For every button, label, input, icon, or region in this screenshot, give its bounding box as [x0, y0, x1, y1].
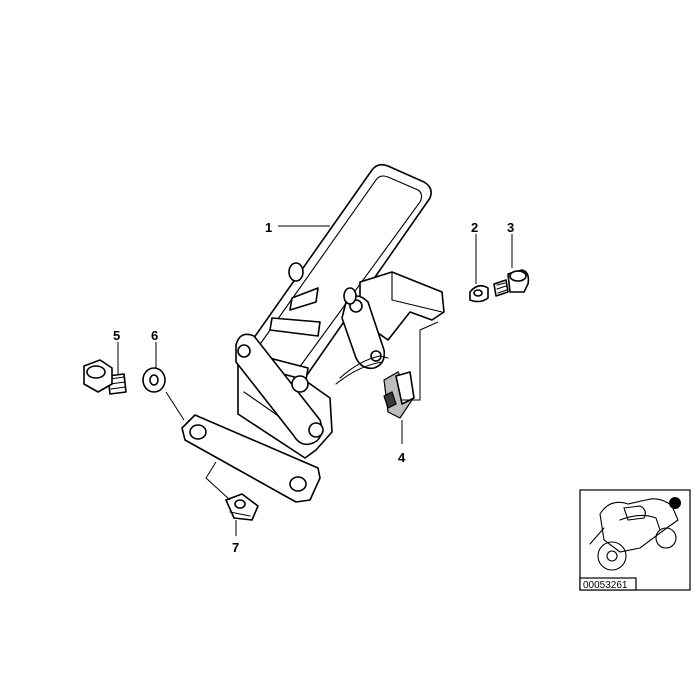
leader-lines: [117, 225, 513, 536]
mounting-plate: [181, 414, 321, 503]
callout-4: 4: [398, 450, 406, 465]
rung-upper: [289, 287, 319, 311]
location-inset: 00053261: [579, 489, 691, 591]
item-3-collar-bolt: [493, 269, 530, 297]
item-7-clip-nut: [225, 493, 259, 521]
handle-loop-outer: [243, 163, 432, 386]
callout-2: 2: [471, 220, 478, 235]
location-marker-dot: [669, 497, 681, 509]
callout-5: 5: [113, 328, 120, 343]
plate-hole-left: [189, 424, 207, 440]
item-6-washer: [142, 367, 166, 393]
side-plate-left: [235, 333, 323, 446]
callout-3: 3: [507, 220, 514, 235]
plate-hole-right: [289, 476, 307, 492]
item-4-clip-nut: [383, 371, 415, 419]
reference-number: 00053261: [583, 580, 628, 591]
callout-numbers: 1 2 3 4 5 6 7: [113, 220, 514, 555]
motorcycle-silhouette-icon: [589, 498, 679, 571]
item-2-washer: [469, 284, 489, 303]
grab-handle-assembly: [181, 163, 445, 503]
tension-rod: [339, 355, 389, 379]
callout-1: 1: [265, 220, 272, 235]
rung-middle: [269, 317, 321, 337]
pivot-bushing-top: [288, 262, 304, 282]
callout-6: 6: [151, 328, 158, 343]
item-5-hex-bolt: [83, 359, 127, 395]
callout-7: 7: [232, 540, 239, 555]
